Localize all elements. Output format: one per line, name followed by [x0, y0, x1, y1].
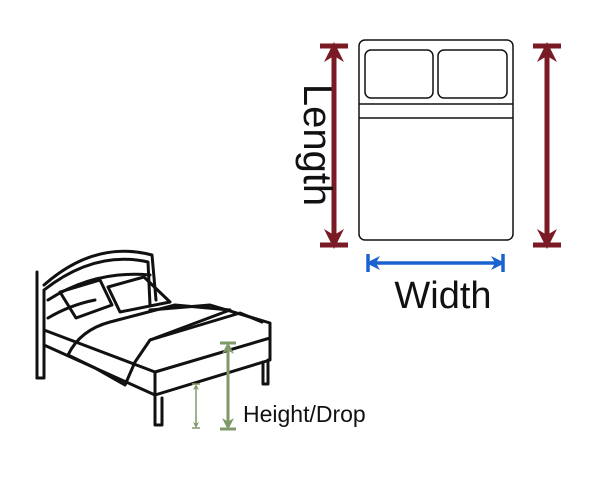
bed-side	[153, 336, 272, 397]
length-arrow-left	[320, 42, 348, 249]
bed-top-view	[358, 39, 514, 241]
length-arrow-right	[533, 42, 561, 249]
pillow	[106, 275, 172, 314]
pillow-right	[437, 49, 508, 99]
blanket	[66, 303, 232, 387]
width-label: Width	[394, 275, 491, 317]
height-drop-label: Height/Drop	[243, 401, 366, 427]
bed-leg	[153, 393, 164, 427]
width-arrow	[366, 254, 505, 272]
height-arrow	[220, 341, 236, 431]
headboard	[35, 257, 152, 380]
mattress-outline	[358, 39, 514, 241]
drop-arrow	[192, 383, 200, 429]
bed-leg	[261, 358, 270, 386]
bed-perspective-illustration	[35, 249, 272, 427]
pillow-left	[364, 49, 434, 99]
length-label: Length	[295, 84, 339, 206]
pillow	[58, 278, 114, 320]
